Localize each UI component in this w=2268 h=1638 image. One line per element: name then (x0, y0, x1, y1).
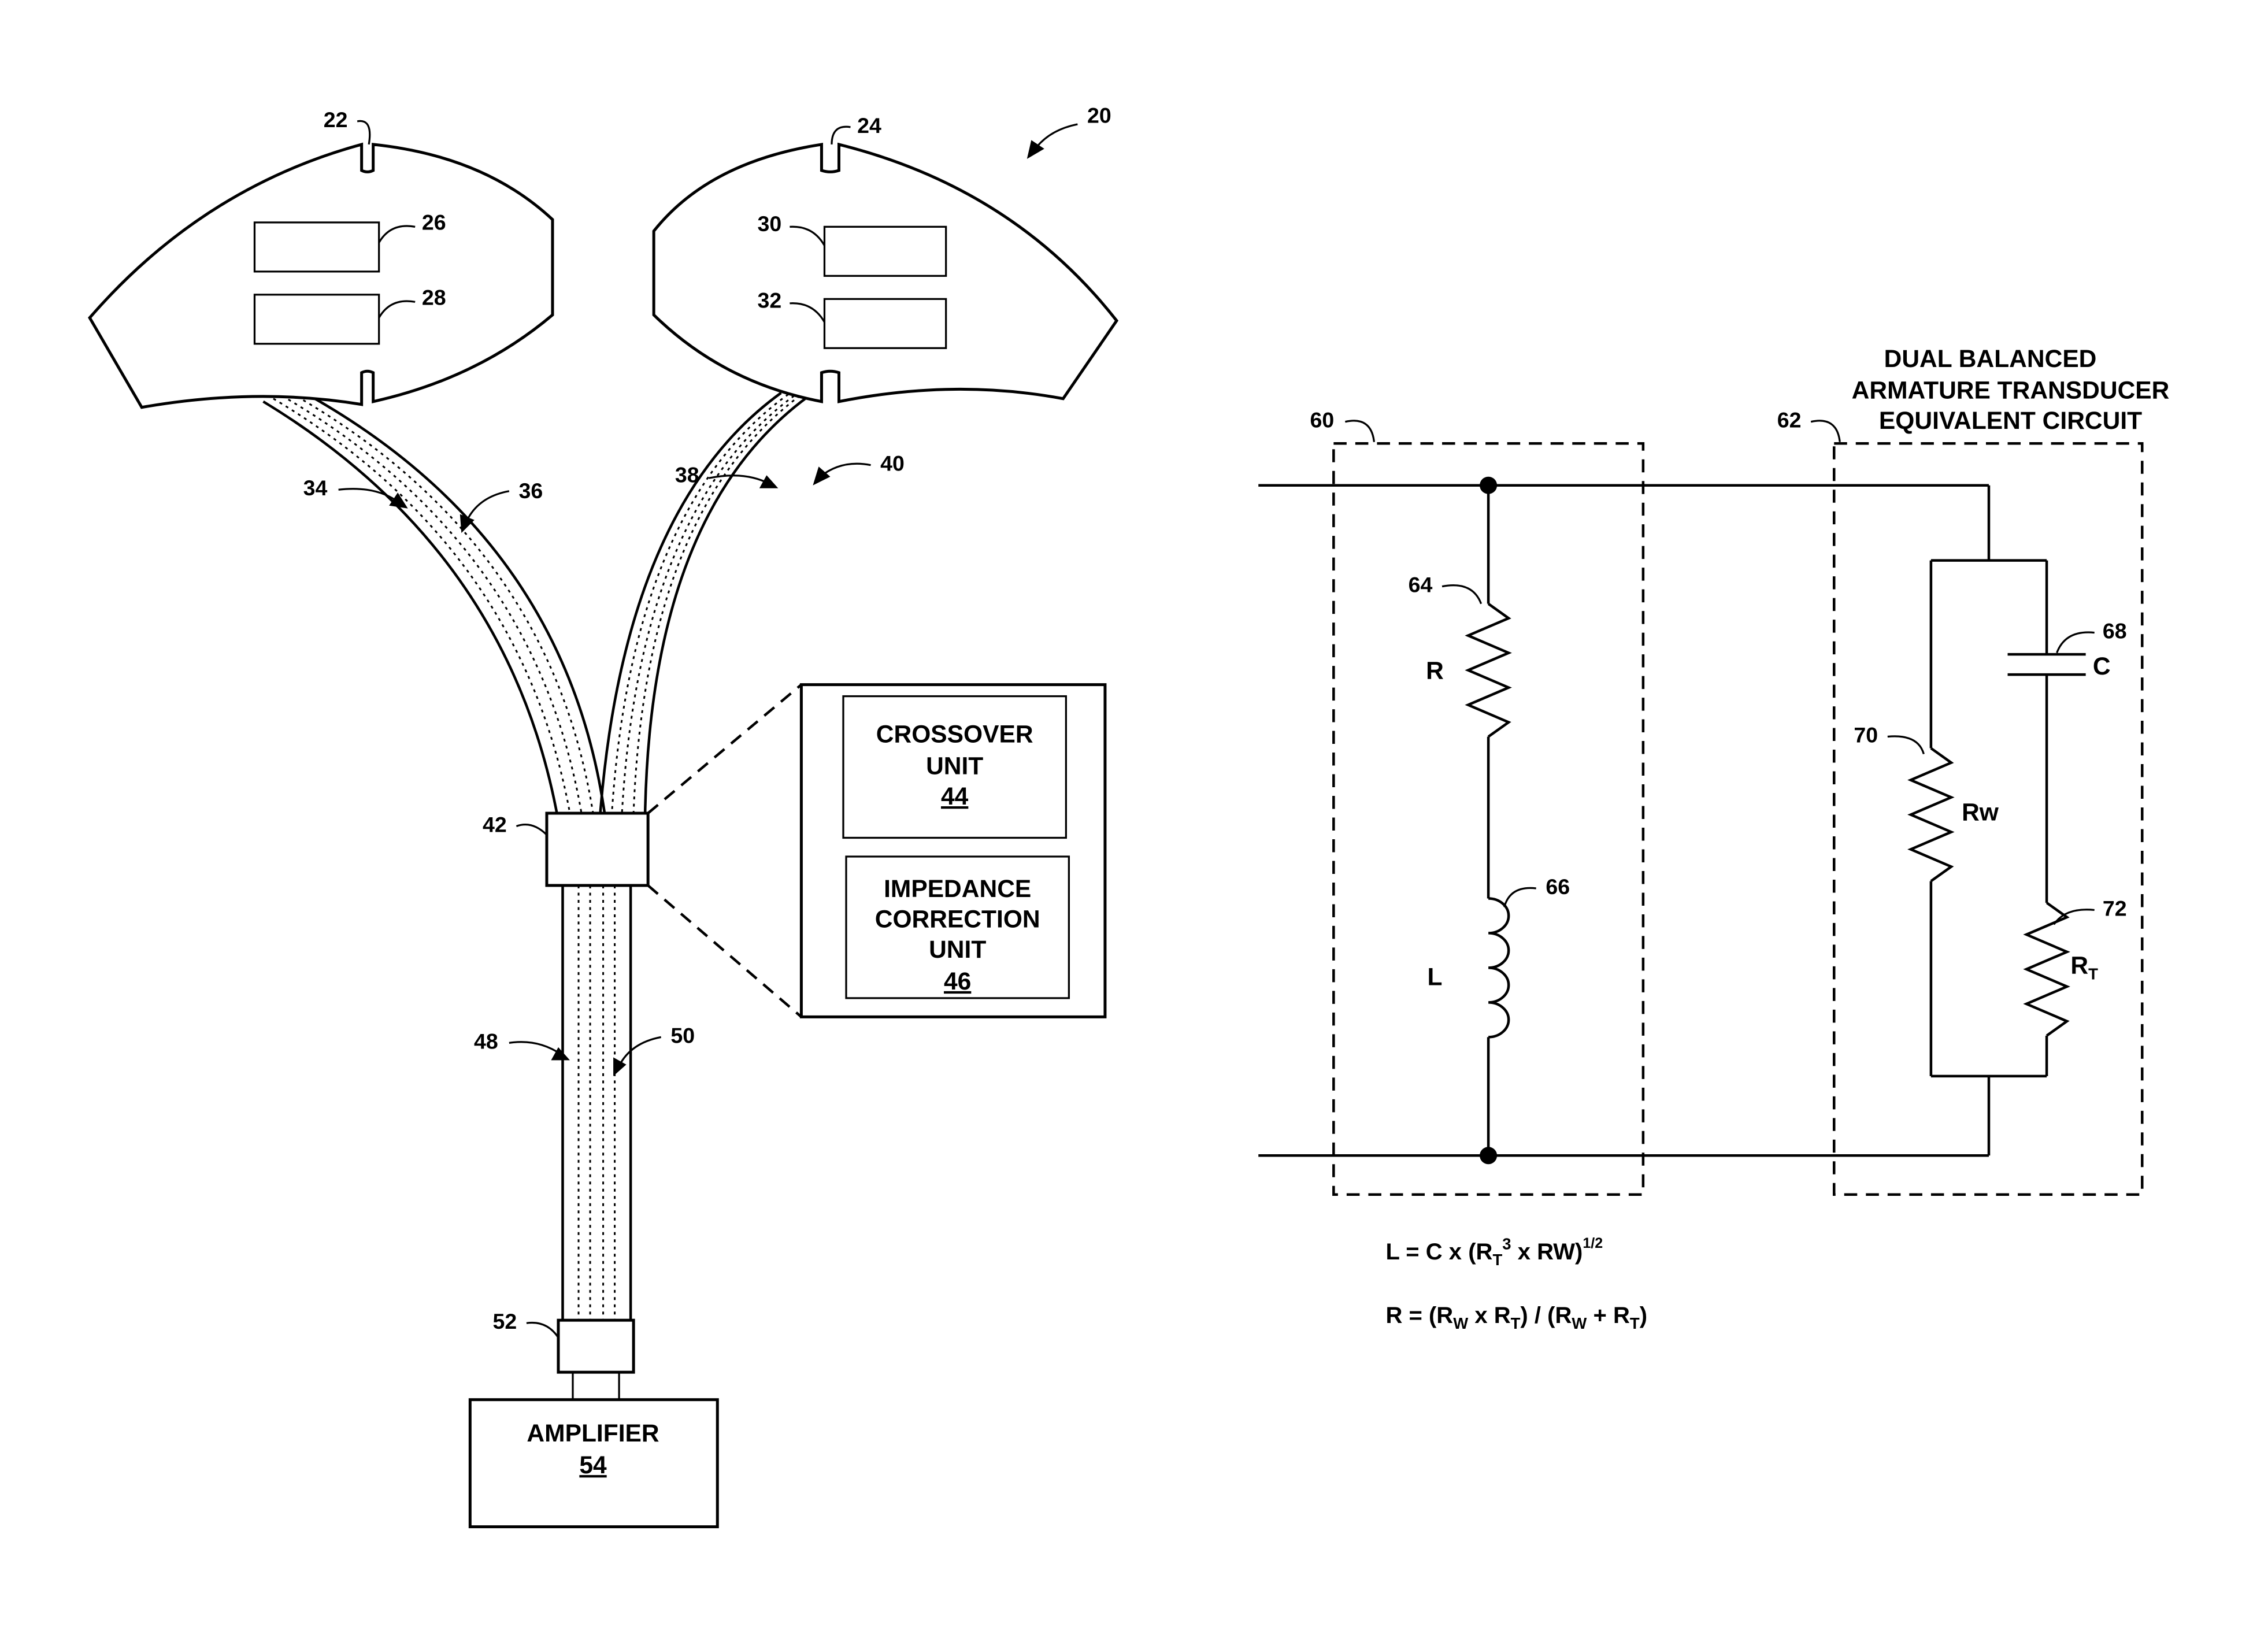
amplifier-label: AMPLIFIER (527, 1420, 659, 1447)
ref-62: 62 (1777, 408, 1802, 432)
crossover-line1: CROSSOVER (876, 721, 1033, 748)
headphone-system: AMPLIFIER 54 CROSSOVER UNIT 44 IMPEDANCE… (90, 103, 1117, 1526)
detail-box: CROSSOVER UNIT 44 IMPEDANCE CORRECTION U… (801, 685, 1105, 1017)
label-RT: RT (2070, 952, 2098, 983)
junction-box (547, 813, 648, 885)
ref-52: 52 (493, 1309, 517, 1333)
formula-L: L = C x (RT3 x RW)1/2 (1385, 1235, 1603, 1269)
ref-72: 72 (2103, 896, 2127, 920)
resistor-72 (2026, 903, 2067, 1036)
cable-34-36 (263, 390, 605, 813)
ref-68: 68 (2103, 619, 2127, 643)
label-C: C (2093, 653, 2111, 680)
impedance-line2: CORRECTION (875, 906, 1040, 933)
formula-R: R = (RW x RT) / (RW + RT) (1385, 1303, 1647, 1332)
ref-50: 50 (670, 1023, 695, 1047)
ref-26: 26 (422, 210, 446, 234)
ref-20: 20 (1087, 103, 1111, 127)
impedance-line3: UNIT (929, 936, 986, 963)
ref-66: 66 (1546, 874, 1570, 899)
right-earpiece (654, 144, 1117, 402)
plug (558, 1320, 633, 1372)
label-L: L (1428, 963, 1443, 991)
crossover-ref: 44 (941, 783, 969, 810)
ref-28: 28 (422, 285, 446, 309)
crossover-line2: UNIT (926, 753, 983, 780)
ref-34: 34 (303, 476, 328, 500)
cable-38-40 (601, 393, 807, 813)
circuit-diagram: R L 60 64 66 C Rw RT 62 68 7 (1258, 346, 2169, 1332)
svg-text:EQUIVALENT CIRCUIT: EQUIVALENT CIRCUIT (1879, 407, 2142, 435)
resistor-64 (1468, 604, 1509, 737)
inductor-66 (1488, 898, 1509, 1037)
ref-36: 36 (519, 479, 543, 503)
svg-text:DUAL BALANCED: DUAL BALANCED (1884, 346, 2097, 373)
ref-70: 70 (1854, 723, 1878, 747)
ref-32: 32 (757, 288, 781, 312)
ref-42: 42 (483, 813, 507, 837)
ref-38: 38 (675, 463, 699, 487)
resistor-70 (1911, 748, 1951, 881)
cable-48-50 (562, 885, 631, 1320)
ref-48: 48 (474, 1029, 498, 1053)
ref-60: 60 (1310, 408, 1334, 432)
ref-64: 64 (1409, 573, 1433, 597)
ref-24: 24 (857, 113, 881, 138)
svg-text:ARMATURE TRANSDUCER: ARMATURE TRANSDUCER (1852, 377, 2170, 405)
impedance-line1: IMPEDANCE (884, 876, 1031, 903)
transducer-title: DUAL BALANCED ARMATURE TRANSDUCER EQUIVA… (1852, 346, 2170, 435)
ref-30: 30 (757, 212, 781, 236)
ref-22: 22 (324, 108, 348, 132)
amplifier-ref: 54 (579, 1452, 607, 1479)
left-earpiece (90, 144, 553, 407)
label-R: R (1426, 658, 1444, 685)
impedance-ref: 46 (944, 968, 971, 995)
ref-40: 40 (880, 451, 905, 476)
label-Rw: Rw (1962, 799, 1999, 827)
